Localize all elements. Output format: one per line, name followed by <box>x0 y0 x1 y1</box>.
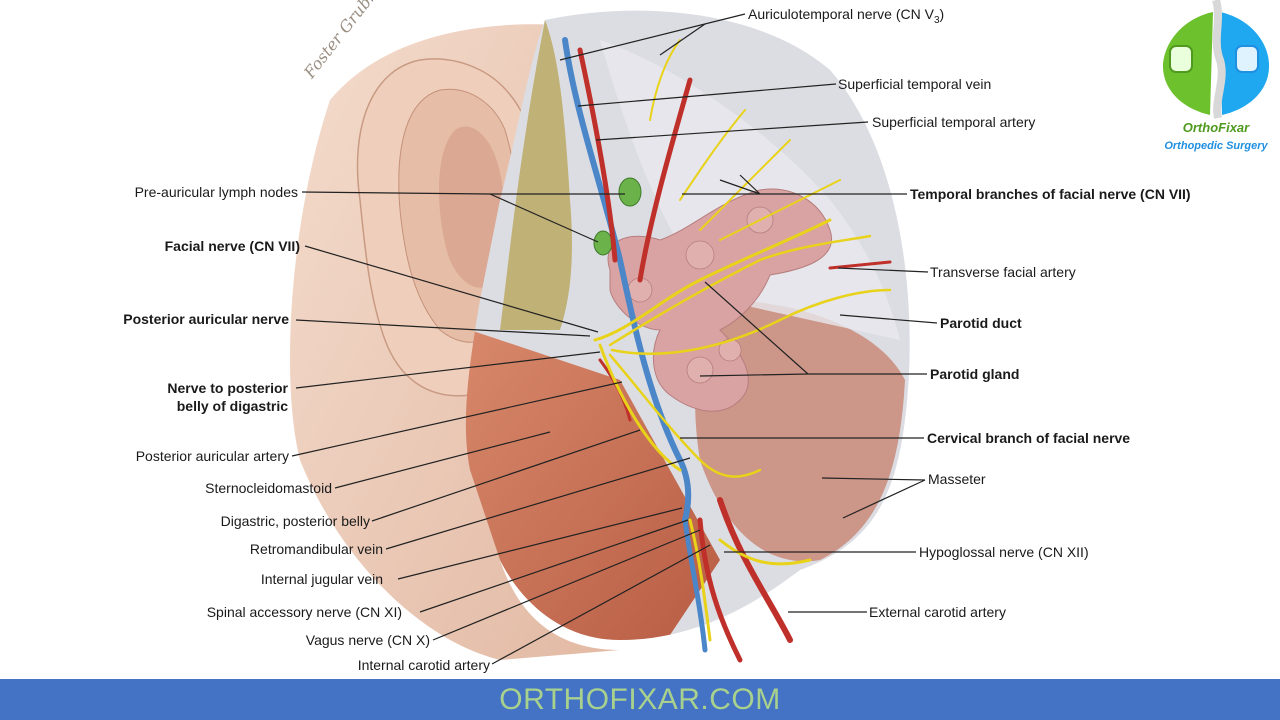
arteries <box>577 47 892 663</box>
label-parotid-gland: Parotid gland <box>930 366 1020 382</box>
label-spinal-accessory-nerve: Spinal accessory nerve (CN XI) <box>206 604 402 620</box>
label-superficial-temporal-artery: Superficial temporal artery <box>872 114 1036 130</box>
leader-lines <box>291 13 938 665</box>
label-facial-nerve: Facial nerve (CN VII) <box>164 238 300 254</box>
label-masseter: Masseter <box>928 471 986 487</box>
label-temporal-branches-facial-nerve: Temporal branches of facial nerve (CN VI… <box>910 186 1191 202</box>
label-nerve-to-posterior-belly-line2: belly of digastric <box>176 398 288 414</box>
label-transverse-facial-artery: Transverse facial artery <box>930 264 1076 280</box>
label-auriculotemporal-nerve: Auriculotemporal nerve (CN V3) <box>748 6 945 26</box>
label-nerve-to-posterior-belly-line1: Nerve to posterior <box>167 380 288 396</box>
label-superficial-temporal-vein: Superficial temporal vein <box>838 76 992 92</box>
footer-site-link[interactable]: ORTHOFIXAR.COM <box>499 683 781 716</box>
logo-name: OrthoFixar <box>1182 120 1250 135</box>
label-digastric-posterior-belly: Digastric, posterior belly <box>220 513 370 529</box>
orthofixar-logo <box>1162 0 1270 119</box>
logo-subtitle: Orthopedic Surgery <box>1164 140 1268 152</box>
label-hypoglossal-nerve: Hypoglossal nerve (CN XII) <box>919 544 1089 560</box>
lymph-node <box>618 177 642 207</box>
label-retromandibular-vein: Retromandibular vein <box>249 541 383 557</box>
label-external-carotid-artery: External carotid artery <box>869 604 1006 620</box>
label-preauricular-lymph-nodes: Pre-auricular lymph nodes <box>134 184 298 200</box>
label-cervical-branch-facial-nerve: Cervical branch of facial nerve <box>927 430 1131 446</box>
label-internal-jugular-vein: Internal jugular vein <box>260 571 383 587</box>
veins <box>562 37 708 653</box>
label-parotid-duct: Parotid duct <box>940 315 1022 331</box>
masseter-muscle <box>695 300 905 562</box>
label-vagus-nerve: Vagus nerve (CN X) <box>305 632 430 648</box>
lymph-node <box>593 230 613 256</box>
label-sternocleidomastoid: Sternocleidomastoid <box>205 480 332 496</box>
label-posterior-auricular-artery: Posterior auricular artery <box>135 448 289 464</box>
label-posterior-auricular-nerve: Posterior auricular nerve <box>123 311 289 327</box>
footer-banner: ORTHOFIXAR.COM <box>0 679 1280 720</box>
label-internal-carotid-artery: Internal carotid artery <box>357 657 490 673</box>
